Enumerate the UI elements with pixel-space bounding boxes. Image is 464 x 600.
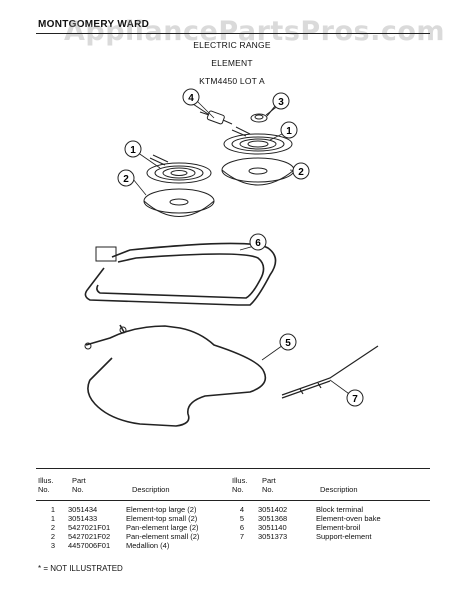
table-row: 7 3051373 Support-element	[228, 532, 383, 541]
part-no: 3051368	[258, 514, 288, 523]
parts-table-left: 1 3051434 Element-top large (2) 1 305143…	[40, 505, 201, 550]
svg-text:6: 6	[255, 238, 261, 249]
svg-text:5: 5	[285, 338, 291, 349]
callout-1-right: 1	[280, 121, 298, 139]
callout-4: 4	[182, 88, 200, 106]
table-row: 4 3051402 Block terminal	[228, 505, 383, 514]
medallion-illustration	[250, 104, 277, 123]
callout-1-left: 1	[124, 140, 142, 158]
illus-no: 1	[50, 505, 56, 514]
illus-no: 4	[239, 505, 245, 514]
svg-text:7: 7	[352, 394, 358, 405]
header-rule	[36, 33, 430, 34]
illus-no: 2	[50, 532, 56, 541]
description: Pan-element small (2)	[126, 532, 200, 541]
bake-element-illustration	[84, 324, 267, 427]
part-no: 3051402	[258, 505, 288, 514]
right-burner-element-illustration	[223, 126, 293, 155]
part-no: 5427021F02	[68, 532, 111, 541]
description: Block terminal	[316, 505, 364, 514]
part-no: 3051140	[258, 523, 287, 532]
description: Pan-element large (2)	[126, 523, 199, 532]
table-row: 2 5427021F01 Pan-element large (2)	[40, 523, 201, 532]
support-element-illustration	[281, 345, 379, 399]
svg-text:1: 1	[130, 145, 136, 156]
left-burner-element-illustration	[146, 154, 212, 184]
table-row: 3 4457006F01 Medallion (4)	[40, 541, 201, 550]
description: Element-top small (2)	[126, 514, 198, 523]
exploded-parts-diagram: 4 3 1 2 1 2 6 5 7	[84, 88, 379, 427]
svg-text:2: 2	[298, 167, 304, 178]
table-row: 2 5427021F02 Pan-element small (2)	[40, 532, 201, 541]
header-illus-no: Illus.No.	[38, 476, 54, 494]
table-row: 1 3051434 Element-top large (2)	[40, 505, 201, 514]
parts-table-right: 4 3051402 Block terminal 5 3051368 Eleme…	[228, 505, 383, 541]
header-illus-no-right: Illus.No.	[232, 476, 248, 494]
table-row: 6 3051140 Element-broil	[228, 523, 383, 532]
description: Medallion (4)	[126, 541, 170, 550]
callout-6: 6	[249, 233, 267, 251]
svg-text:1: 1	[286, 126, 292, 137]
illus-no: 3	[50, 541, 56, 550]
left-drip-pan-illustration	[143, 188, 215, 217]
svg-text:3: 3	[278, 97, 284, 108]
illus-no: 7	[239, 532, 245, 541]
description: Element-oven bake	[316, 514, 381, 523]
callout-2-left: 2	[117, 169, 135, 187]
broil-element-illustration	[84, 242, 277, 306]
description: Element-broil	[316, 523, 361, 532]
part-no: 4457006F01	[68, 541, 111, 550]
callout-5: 5	[279, 333, 297, 351]
svg-text:4: 4	[188, 93, 194, 104]
title-section: ELEMENT	[211, 58, 253, 68]
svg-text:2: 2	[123, 174, 129, 185]
illus-no: 6	[239, 523, 245, 532]
description: Element-top large (2)	[126, 505, 197, 514]
brand-name: MONTGOMERY WARD	[38, 19, 150, 30]
title-model: KTM4450 LOT A	[199, 76, 265, 86]
right-drip-pan-illustration	[221, 157, 295, 186]
illus-no: 1	[50, 514, 56, 523]
illus-no: 2	[50, 523, 56, 532]
footnote-not-illustrated: * = NOT ILLUSTRATED	[38, 564, 123, 573]
title-product: ELECTRIC RANGE	[193, 40, 271, 50]
header-description-right: Description	[320, 485, 358, 494]
part-no: 3051434	[68, 505, 98, 514]
block-terminal-illustration	[192, 103, 233, 125]
table-top-rule	[36, 468, 430, 469]
callout-7: 7	[346, 389, 364, 407]
callout-2-right: 2	[292, 162, 310, 180]
watermark: AppliancePartsPros.com	[64, 16, 446, 47]
part-no: 5427021F01	[68, 523, 111, 532]
table-row: 1 3051433 Element-top small (2)	[40, 514, 201, 523]
illus-no: 5	[239, 514, 245, 523]
description: Support-element	[316, 532, 372, 541]
table-row: 5 3051368 Element-oven bake	[228, 514, 383, 523]
part-no: 3051433	[68, 514, 98, 523]
callout-3: 3	[272, 92, 290, 110]
header-description: Description	[132, 485, 170, 494]
table-header-rule	[36, 500, 430, 501]
part-no: 3051373	[258, 532, 288, 541]
